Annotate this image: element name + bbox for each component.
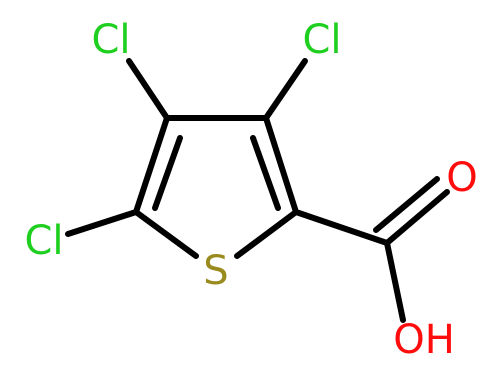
substituent-bonds xyxy=(65,58,450,323)
bond-c2-carboxyl xyxy=(293,209,390,246)
ring-bonds xyxy=(133,115,299,259)
bond-c3-cl xyxy=(263,58,308,121)
chlorine-label-top-left: Cl xyxy=(91,17,130,63)
bond-c3-c2-inner xyxy=(250,135,281,211)
bond-c3-c2 xyxy=(263,115,299,215)
hydroxyl-label: OH xyxy=(393,317,455,363)
bond-c4-c5 xyxy=(133,115,170,215)
bond-c5-cl xyxy=(65,209,139,237)
bond-c2-s xyxy=(234,209,299,259)
bond-c-oh xyxy=(384,240,406,323)
sulfur-label: S xyxy=(203,248,228,294)
bond-c4-cl xyxy=(126,58,170,121)
chlorine-label-top-right: Cl xyxy=(302,17,341,63)
bond-c5-s xyxy=(133,209,199,259)
atom-labels: Cl Cl Cl S O OH xyxy=(24,17,477,363)
chlorine-label-left: Cl xyxy=(24,218,63,264)
bond-c4-c5-inner xyxy=(152,135,183,211)
oxygen-label-carbonyl: O xyxy=(446,155,477,201)
bond-c-o-double-b xyxy=(373,176,440,233)
bond-c-o-double-a xyxy=(384,189,450,246)
